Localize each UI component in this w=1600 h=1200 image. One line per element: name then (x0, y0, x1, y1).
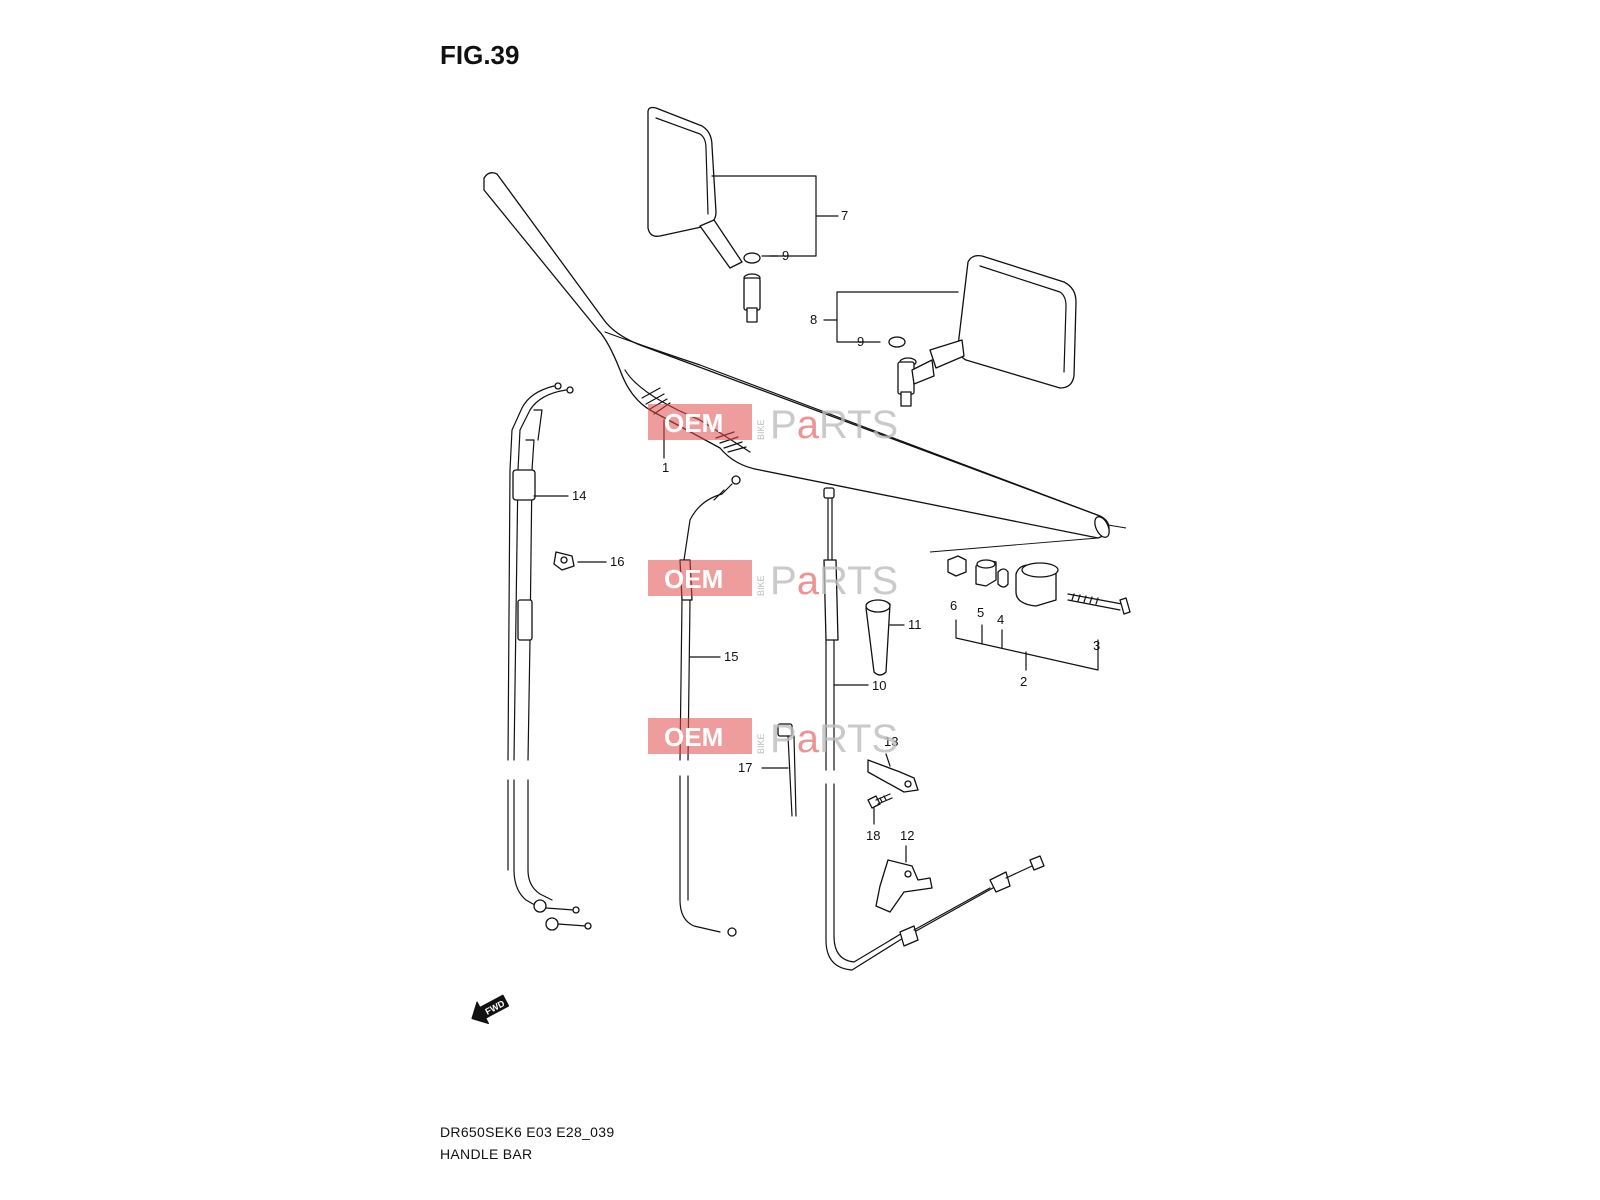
callout-3: 3 (1093, 638, 1100, 653)
leaders-2 (981, 624, 1027, 671)
weight-2[interactable] (1015, 562, 1059, 607)
left-mirror[interactable] (647, 106, 761, 323)
cable-tie-17[interactable] (777, 723, 797, 817)
watermark-1: OEM BIKE PaRTS (648, 403, 898, 447)
callout-18: 18 (866, 828, 880, 843)
watermark-badge (648, 560, 752, 596)
callout-15: 15 (724, 649, 738, 664)
bolt-3[interactable] (1067, 593, 1131, 615)
watermark-bike: BIKE (756, 733, 766, 754)
watermark-oem: OEM (664, 722, 723, 752)
watermark-badge (648, 404, 752, 440)
callout-12: 12 (900, 828, 914, 843)
bracket-12[interactable] (875, 859, 933, 913)
callout-8: 8 (810, 312, 817, 327)
watermark-badge (648, 718, 752, 754)
callout-14: 14 (572, 488, 586, 503)
callout-17: 17 (738, 760, 752, 775)
leader-13 (885, 753, 891, 767)
right-mirror[interactable] (897, 254, 1077, 407)
callout-1: 1 (662, 460, 669, 475)
watermark-2: OEM BIKE PaRTS (648, 559, 898, 603)
watermark-bike: BIKE (756, 575, 766, 596)
callout-6: 6 (950, 598, 957, 613)
clamp-16[interactable] (553, 551, 575, 571)
callout-2: 2 (1020, 674, 1027, 689)
watermark-oem: OEM (664, 564, 723, 594)
handlebar[interactable] (483, 172, 1112, 540)
mirror-cap-9-left[interactable] (743, 252, 761, 264)
figure-title: FIG.39 (440, 40, 520, 70)
callout-labels: 1 2 3 4 5 6 7 8 9 9 10 11 12 13 14 15 16… (572, 208, 1100, 843)
handlebar-cut-line (929, 524, 1127, 553)
watermark-bike: BIKE (756, 419, 766, 440)
model-code: DR650SEK6 E03 E28_039 (440, 1124, 615, 1140)
mirror-cap-9-right[interactable] (888, 336, 906, 348)
clamp-13[interactable] (867, 759, 919, 793)
watermark-oem: OEM (664, 408, 723, 438)
callout-10: 10 (872, 678, 886, 693)
fwd-arrow-icon: FWD (471, 994, 510, 1025)
watermark-parts: PaRTS (770, 717, 898, 761)
bracket-8 (836, 291, 959, 343)
throttle-cable[interactable] (507, 382, 592, 931)
watermark-parts: PaRTS (770, 559, 898, 603)
callout-7: 7 (841, 208, 848, 223)
callout-9-left: 9 (782, 248, 789, 263)
callout-5: 5 (977, 605, 984, 620)
watermark-3: OEM BIKE PaRTS (648, 717, 898, 761)
callout-11: 11 (908, 617, 922, 632)
screw-18[interactable] (867, 793, 893, 809)
watermark-parts: PaRTS (770, 403, 898, 447)
callout-4: 4 (997, 612, 1004, 627)
callout-9-right: 9 (857, 334, 864, 349)
bracket-2 (955, 619, 1099, 671)
grip-11[interactable] (865, 599, 891, 676)
ring-4[interactable] (997, 568, 1009, 588)
nut-6[interactable] (947, 555, 967, 577)
callout-16: 16 (610, 554, 624, 569)
cable-15[interactable] (679, 475, 741, 937)
spacer-5[interactable] (975, 559, 997, 587)
clutch-cable[interactable] (823, 487, 1045, 971)
section-name: HANDLE BAR (440, 1146, 533, 1162)
callout-13: 13 (884, 734, 898, 749)
